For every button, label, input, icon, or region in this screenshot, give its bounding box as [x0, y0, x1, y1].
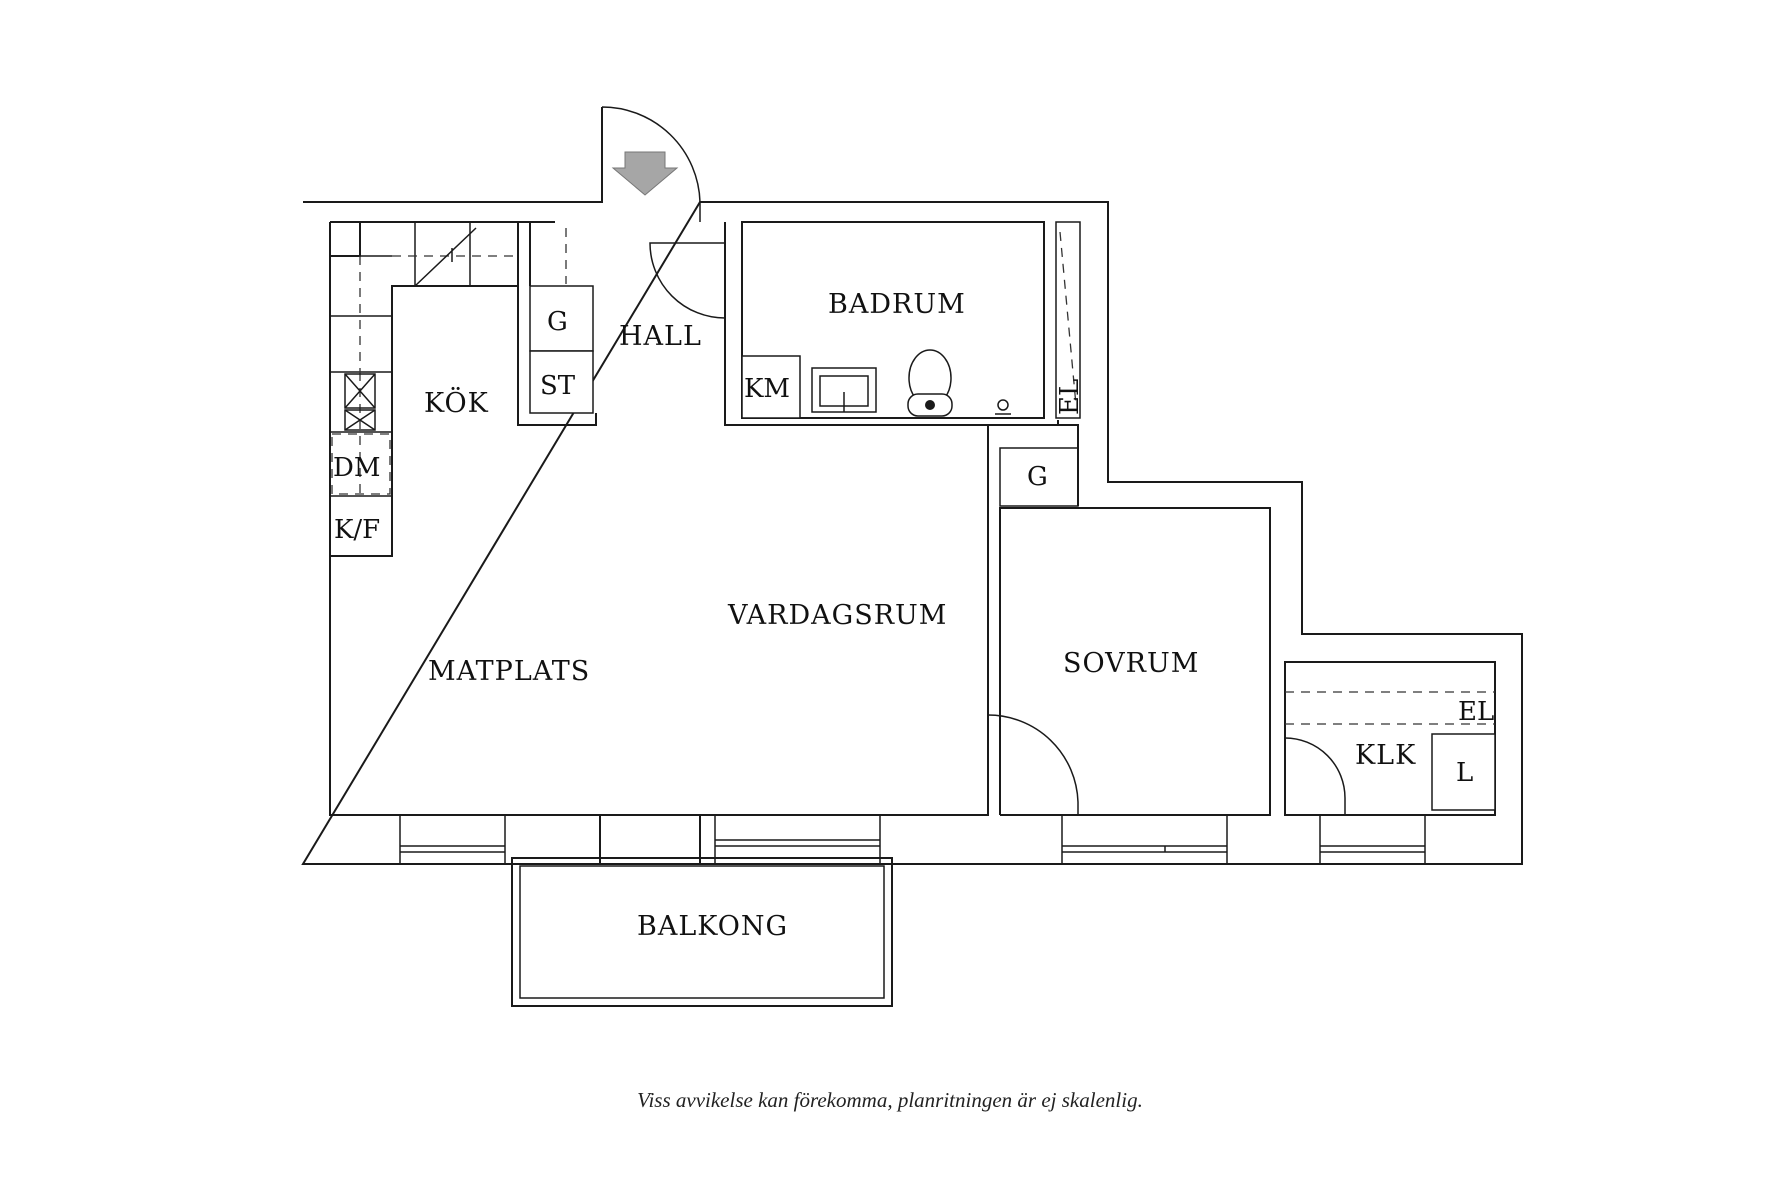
- room-label-klk: KLK: [1355, 740, 1416, 771]
- room-label-vardagsrum: VARDAGSRUM: [727, 600, 947, 631]
- fixture-label-hall-g: G: [547, 307, 568, 337]
- fixture-label-hall-st: ST: [540, 371, 576, 401]
- room-label-matplats: MATPLATS: [428, 656, 590, 687]
- hall-closet-wall: [517, 222, 597, 426]
- outer-wall: [301, 107, 1523, 865]
- sovrum-closet-wall: [995, 424, 1079, 506]
- sovrum-closet-g: [999, 447, 1079, 507]
- kitchen-corner-door: [414, 227, 477, 287]
- klk-el-dash: [1285, 691, 1495, 725]
- down-arrow-icon: [611, 151, 679, 196]
- room-label-hall: HALL: [619, 321, 702, 352]
- bathroom-door: [649, 242, 726, 319]
- fixture-label-kf: K/F: [334, 515, 380, 545]
- klk-door: [1284, 737, 1346, 815]
- balcony-opening: [599, 815, 701, 864]
- room-label-balkong: BALKONG: [637, 911, 788, 942]
- room-label-kok: KÖK: [424, 385, 489, 419]
- fixture-label-klk-l: L: [1456, 758, 1473, 788]
- klk-closet-l: [1431, 733, 1496, 811]
- balcony-inner: [519, 865, 885, 999]
- fixture-label-el-klk: EL: [1458, 697, 1494, 727]
- disclaimer-text: Viss avvikelse kan förekomma, planritnin…: [637, 1088, 1143, 1112]
- stove-cross: [344, 373, 376, 409]
- el-cabinet-bath: [1055, 221, 1081, 419]
- dishwasher-box: [331, 433, 391, 495]
- sovrum-door: [987, 714, 1079, 815]
- fixture-label-km: KM: [744, 374, 790, 404]
- floor-drain-icon: [997, 399, 1009, 411]
- stove-icon-2: [344, 409, 376, 431]
- fixture-label-sovrum-g: G: [1027, 462, 1048, 492]
- fixture-label-dm: DM: [333, 453, 380, 483]
- hall-closet-g: [529, 285, 594, 352]
- kitchen-dash: [359, 255, 518, 500]
- windows: [399, 814, 1426, 865]
- toilet-seat-dot: [925, 400, 935, 410]
- hall-closet-st: [529, 350, 594, 414]
- balcony-outer: [511, 857, 893, 1007]
- room-label-badrum: BADRUM: [828, 289, 966, 320]
- entrance-door: [601, 106, 701, 222]
- kitchen-cabinet-lines: [330, 222, 471, 497]
- washing-machine-box: [741, 355, 801, 419]
- stove-cross-2: [344, 409, 376, 431]
- fixture-label-el-bath: EL: [1055, 379, 1085, 415]
- el-cabinet-dash: [1059, 231, 1077, 406]
- room-label-sovrum: SOVRUM: [1063, 648, 1199, 679]
- stove-icon: [344, 373, 376, 409]
